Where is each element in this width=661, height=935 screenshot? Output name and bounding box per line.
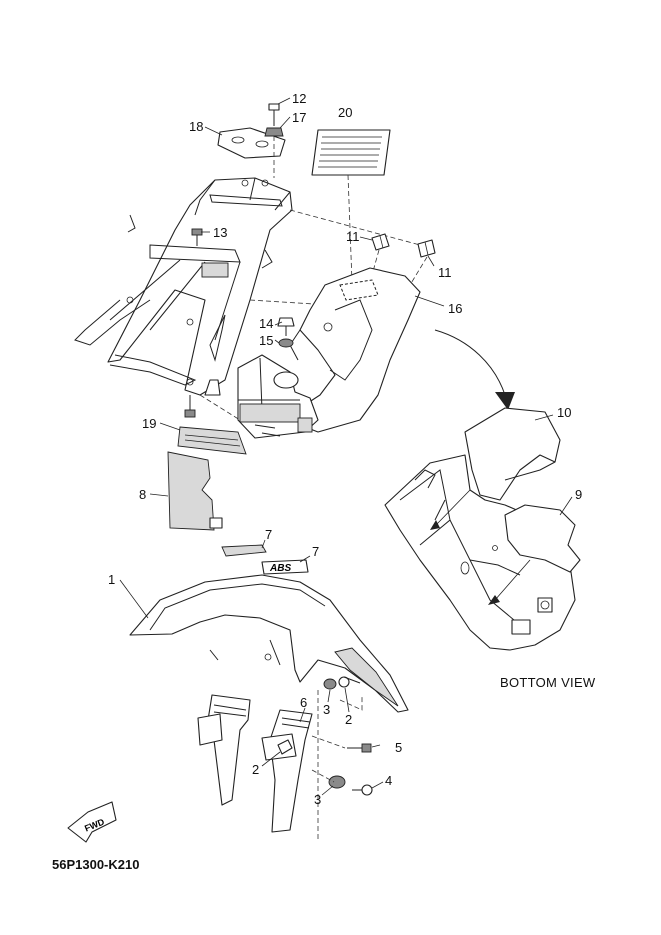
leader-11: [371, 249, 428, 286]
callout-20: 20: [338, 105, 353, 120]
frame-bottom-bolt: [184, 395, 196, 418]
callout-5: 5: [395, 740, 403, 755]
callout-3-upper: 3: [323, 702, 331, 717]
bolt-4: [352, 784, 373, 796]
rear-frame: [74, 177, 293, 396]
diagram-code: 56P1300-K210: [52, 857, 140, 872]
fwd-arrow-icon: FWD: [67, 801, 117, 843]
callout-11-right: 11: [438, 265, 452, 280]
callout-6: 6: [300, 695, 308, 710]
callout-2-upper: 2: [345, 712, 353, 727]
callout-19: 19: [142, 416, 157, 431]
callout-9: 9: [575, 487, 583, 502]
collar-3-lower: [328, 775, 346, 789]
bolt-14: [277, 317, 295, 336]
clip-11-left: [371, 233, 390, 251]
callout-8: 8: [139, 487, 147, 502]
leader-20: [347, 174, 353, 283]
callout-7-strip: 7: [265, 527, 273, 542]
abs-badge-text: ABS: [269, 563, 291, 574]
rear-mudguard-16: [237, 267, 421, 439]
bottom-view-caption: BOTTOM VIEW: [500, 675, 596, 690]
front-fork-right: [261, 709, 313, 833]
bolt-leaders: [311, 690, 363, 840]
callout-17: 17: [292, 110, 307, 125]
callout-15: 15: [259, 333, 274, 348]
part-8-panel: [167, 451, 223, 531]
label-20: [311, 129, 391, 176]
callout-10: 10: [557, 405, 572, 420]
callout-18: 18: [189, 119, 204, 134]
callout-13: 13: [213, 225, 228, 240]
collar-2-upper: [338, 676, 361, 688]
callout-7-badge: 7: [312, 544, 320, 559]
bolt-12: [268, 103, 280, 126]
part-7-abs-badge: ABS: [261, 559, 309, 575]
callout-2-lower: 2: [252, 762, 260, 777]
callout-12: 12: [292, 91, 307, 106]
callout-1: 1: [108, 572, 116, 587]
bolt-5: [347, 743, 372, 753]
front-fork-left: [197, 694, 251, 806]
callout-14: 14: [259, 316, 274, 331]
part-19-strip: [177, 426, 247, 455]
collar-2-lower: [277, 739, 293, 755]
callout-16: 16: [448, 301, 463, 316]
nut-17: [264, 127, 284, 137]
callout-11-left: 11: [346, 229, 360, 244]
grommet-15: [278, 338, 294, 348]
part-7-strip: [221, 544, 267, 557]
clip-11-right: [417, 239, 436, 258]
view-arrow: [434, 329, 515, 410]
callout-3-lower: 3: [314, 792, 322, 807]
callout-leaders: [119, 97, 573, 796]
callout-4: 4: [385, 773, 393, 788]
bottom-view-mudguard: [384, 407, 581, 651]
front-fender-1: [129, 574, 409, 713]
collar-3-upper: [323, 678, 337, 690]
